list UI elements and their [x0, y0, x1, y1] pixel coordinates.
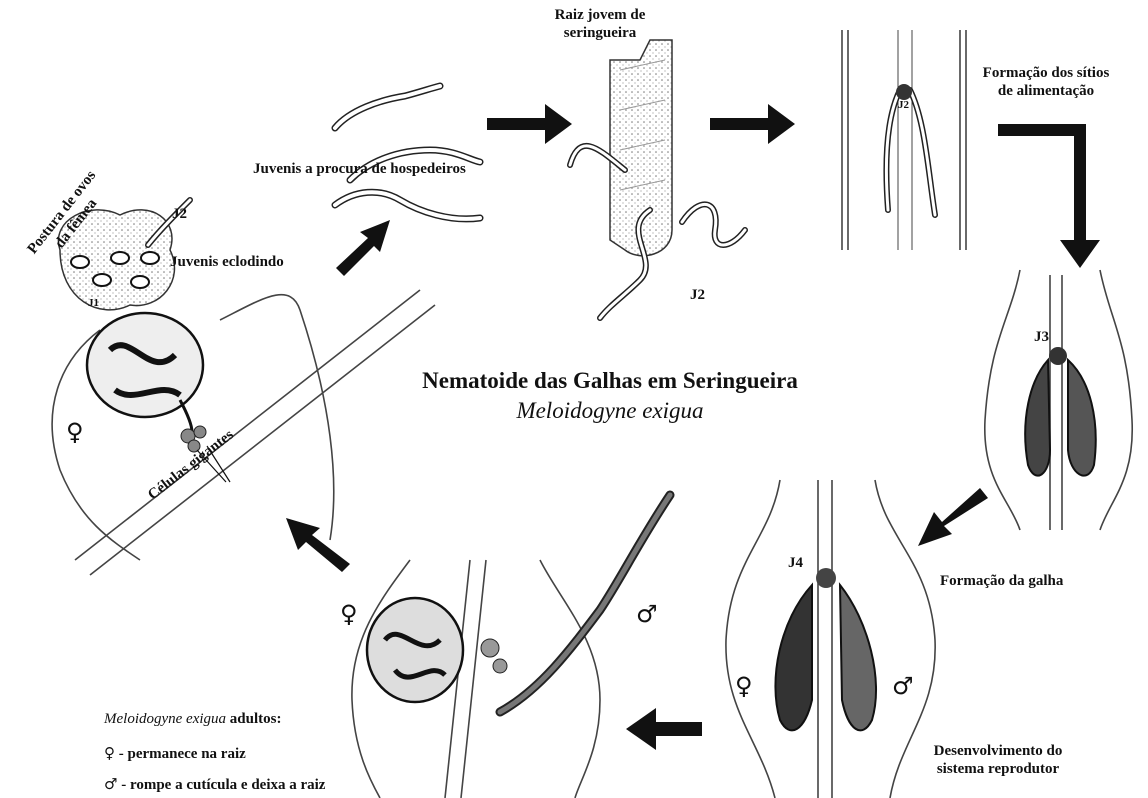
arrow-icon [918, 488, 988, 546]
label-root-line1: Raiz jovem de [545, 6, 655, 24]
nematode-icon [886, 84, 935, 215]
adults-male-text: - rompe a cutícula e deixa a raiz [117, 777, 325, 793]
adults-female-text: - permanece na raiz [115, 746, 246, 762]
adults-female-symbol: ♀ [104, 744, 115, 762]
label-j2-hatching: J2 [172, 205, 187, 223]
diagram-title: Nematoide das Galhas em Seringueira [330, 366, 890, 396]
arrow-icon [998, 124, 1100, 268]
label-j4: J4 [788, 554, 803, 572]
adults-male-line: ♂ - rompe a cutícula e deixa a raiz [104, 775, 325, 794]
arrow-icon [336, 220, 390, 276]
adults-heading: Meloidogyne exigua adultos: [104, 710, 281, 728]
label-feeding-line2: de alimentação [968, 82, 1124, 100]
label-j2-root: J2 [690, 286, 705, 304]
root-icon [842, 30, 966, 250]
arrow-icon [286, 518, 350, 572]
male-symbol: ♂ [892, 672, 914, 700]
label-reproductive: Desenvolvimento do sistema reprodutor [918, 742, 1078, 778]
adults-male-symbol: ♂ [104, 775, 117, 793]
female-symbol: ♀ [340, 600, 358, 628]
arrow-icon [710, 104, 795, 144]
label-juveniles-search: Juvenis a procura de hospedeiros [253, 160, 466, 178]
arrow-icon [487, 104, 572, 144]
arrow-icon [626, 708, 702, 750]
female-symbol: ♀ [735, 672, 753, 700]
nematode-icon [775, 568, 876, 730]
nematode-icon [335, 86, 480, 219]
gall-icon [726, 480, 935, 798]
label-gall-formation: Formação da galha [940, 572, 1063, 590]
adults-heading-species: Meloidogyne exigua [104, 711, 226, 727]
adults-heading-rest: adultos: [226, 711, 281, 727]
label-feeding-line1: Formação dos sítios [968, 64, 1124, 82]
label-hatching: Juvenis eclodindo [170, 253, 284, 271]
label-repro-line2: sistema reprodutor [918, 760, 1078, 778]
label-root-line2: seringueira [545, 24, 655, 42]
label-j1: J1 [88, 294, 99, 312]
male-symbol: ♂ [636, 600, 658, 628]
nematode-icon [1025, 347, 1096, 476]
nematode-icon [367, 495, 670, 712]
gall-icon [985, 270, 1132, 530]
label-j2-feeding: J2 [898, 96, 909, 114]
label-j3: J3 [1034, 328, 1049, 346]
label-repro-line1: Desenvolvimento do [918, 742, 1078, 760]
adults-female-line: ♀ - permanece na raiz [104, 744, 246, 763]
label-root: Raiz jovem de seringueira [545, 6, 655, 42]
female-symbol: ♀ [66, 418, 84, 446]
diagram-species: Meloidogyne exigua [330, 396, 890, 426]
label-feeding-site: Formação dos sítios de alimentação [968, 64, 1124, 100]
